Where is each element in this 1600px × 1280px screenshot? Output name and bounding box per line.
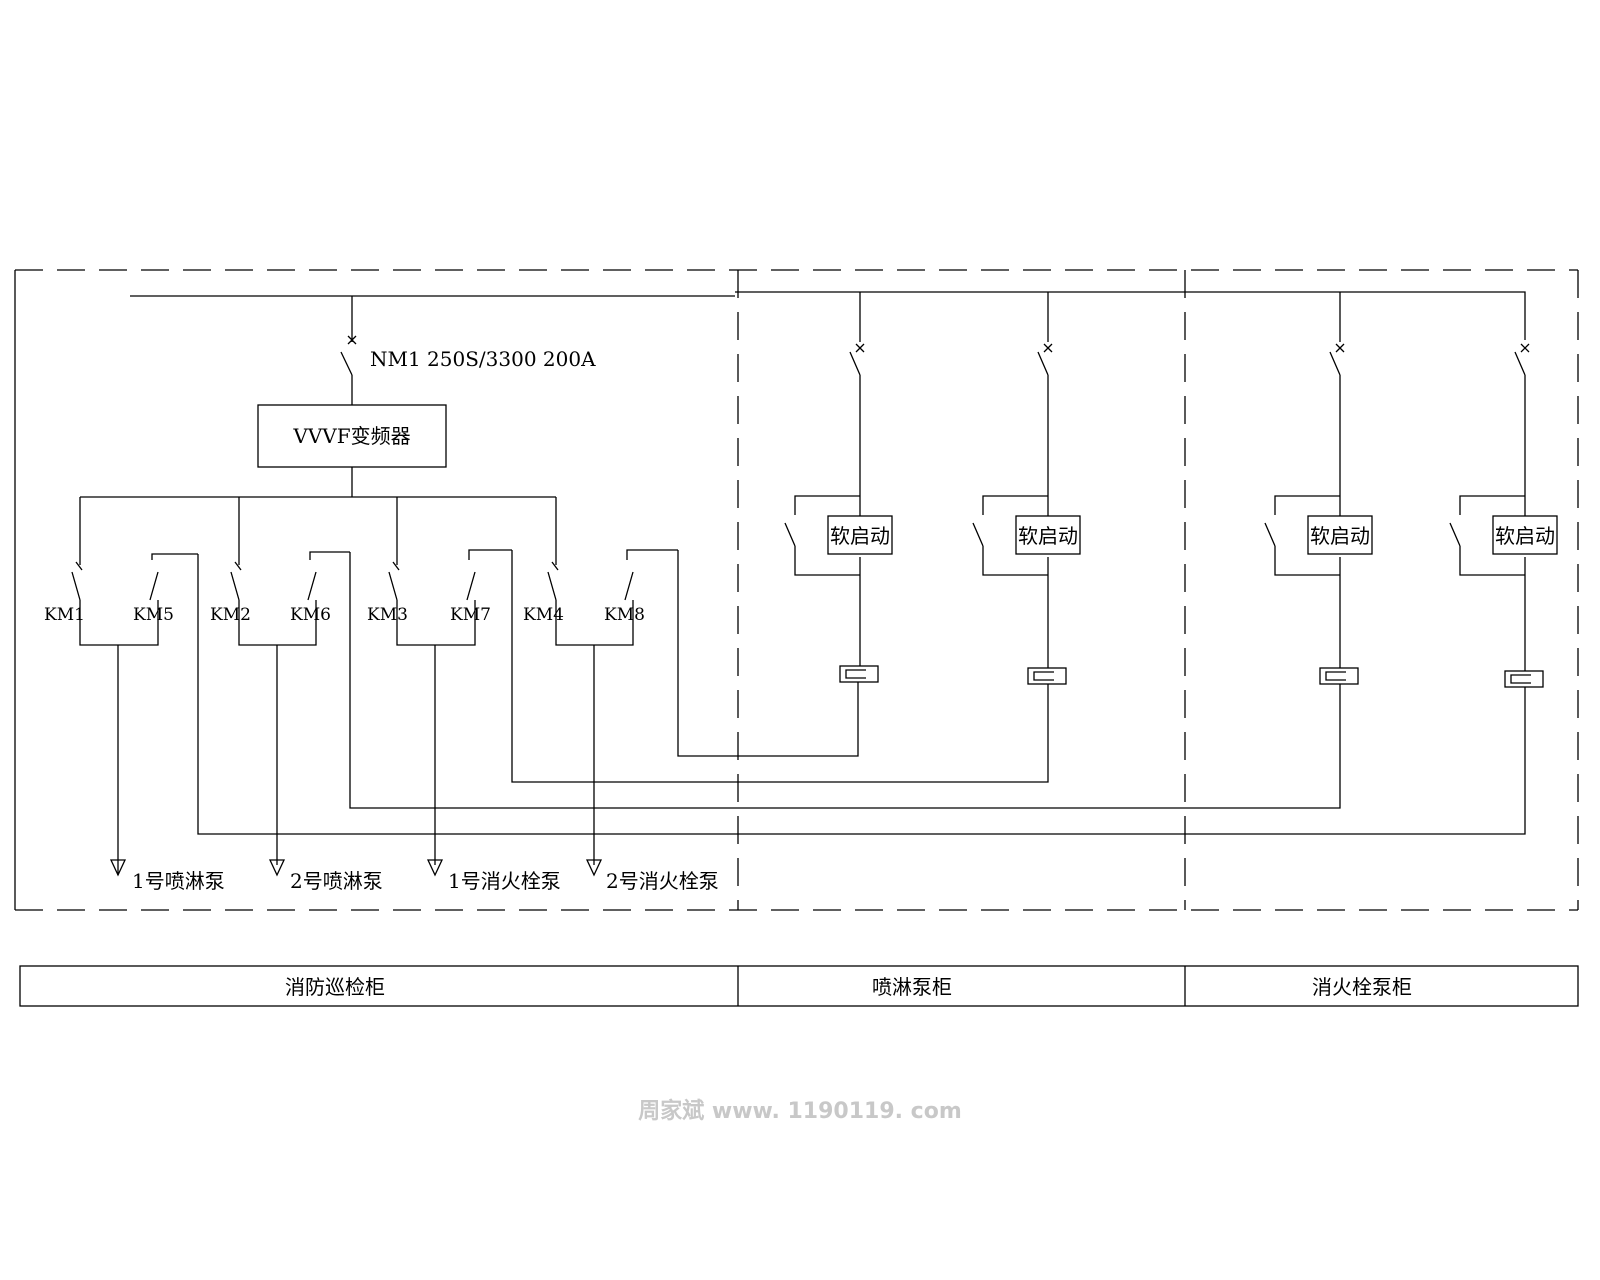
pump-label-1: 1号喷淋泵 — [132, 869, 225, 893]
cabinet-title-3: 消火栓泵柜 — [1312, 975, 1412, 999]
vvvf-box — [257, 404, 447, 468]
distribution-bus — [79, 467, 557, 565]
cabinet-title-bar — [19, 965, 1579, 1007]
soft-start-box-4 — [1492, 515, 1558, 555]
breaker-label: NM1 250S/3300 200A — [370, 347, 596, 371]
soft-start-box-3 — [1307, 515, 1373, 555]
vvvf-label: VVVF变频器 — [292, 424, 410, 448]
pump-branch-2 — [972, 292, 1067, 685]
soft-start-box-1 — [827, 515, 893, 555]
return-wiring — [197, 550, 1526, 835]
pump-branch-4 — [1449, 343, 1544, 688]
cabinet-title-1: 消防巡检柜 — [285, 975, 385, 999]
main-breaker — [340, 296, 357, 405]
contactor-group-4 — [547, 549, 678, 865]
cabinet-title-2: 喷淋泵柜 — [872, 975, 952, 999]
km6-label: KM6 — [290, 605, 331, 625]
km7-label: KM7 — [450, 605, 491, 625]
km8-label: KM8 — [604, 605, 645, 625]
soft-start-box-2 — [1015, 515, 1081, 555]
main-busbar — [130, 291, 1526, 340]
contactor-group-2 — [230, 551, 350, 865]
km2-label: KM2 — [210, 605, 251, 625]
contactor-group-1 — [71, 553, 198, 875]
contactor-group-3 — [388, 549, 512, 865]
km5-label: KM5 — [133, 605, 174, 625]
soft-start-label-4: 软启动 — [1495, 524, 1555, 548]
soft-start-label-1: 软启动 — [830, 524, 890, 548]
km1-label: KM1 — [44, 605, 85, 625]
pump-branch-1 — [784, 292, 879, 683]
pump-branch-3 — [1264, 292, 1359, 685]
pump-label-4: 2号消火栓泵 — [606, 869, 719, 893]
soft-start-label-2: 软启动 — [1018, 524, 1078, 548]
cabinet-outline — [14, 269, 1579, 911]
km4-label: KM4 — [523, 605, 564, 625]
pump-output-symbols — [109, 859, 603, 877]
pump-label-3: 1号消火栓泵 — [448, 869, 561, 893]
km3-label: KM3 — [367, 605, 408, 625]
watermark: 周家斌 www. 1190119. com — [638, 1098, 962, 1124]
soft-start-label-3: 软启动 — [1310, 524, 1370, 548]
pump-label-2: 2号喷淋泵 — [290, 869, 383, 893]
